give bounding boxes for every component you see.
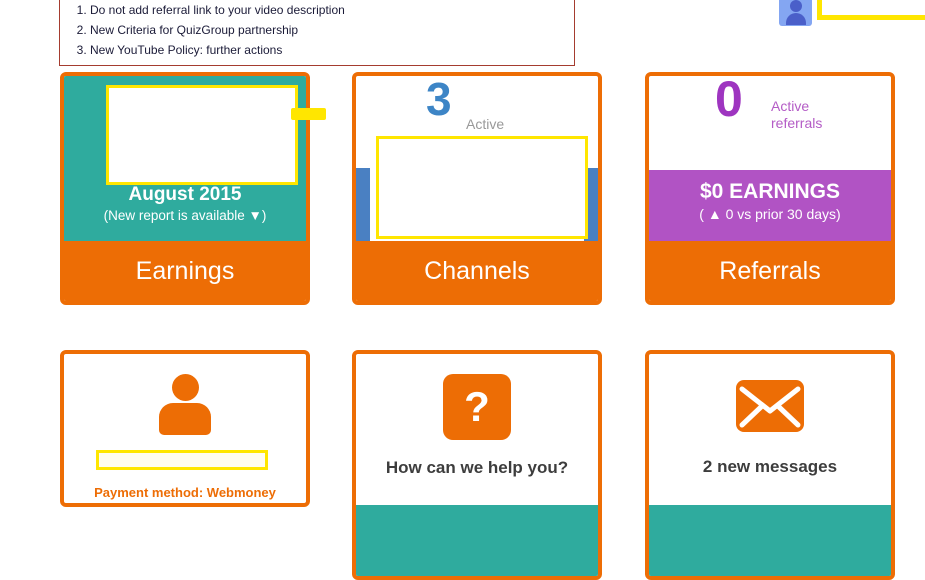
person-icon (64, 374, 306, 435)
channels-card-label: Channels (356, 241, 598, 301)
envelope-icon (735, 376, 805, 439)
news-notice-box: Do not add referral link to your video d… (59, 0, 575, 66)
news-list: Do not add referral link to your video d… (60, 0, 574, 57)
earnings-report-area: August 2015 (New report is available ▼) (64, 76, 306, 241)
news-item[interactable]: New YouTube Policy: further actions (90, 43, 574, 57)
messages-card[interactable]: 2 new messages (645, 350, 895, 580)
referrals-card[interactable]: 0 Active referrals $0 EARNINGS ( ▲ 0 vs … (645, 72, 895, 305)
messages-count-text: 2 new messages (702, 457, 838, 476)
help-card-footer (356, 505, 598, 576)
referrals-count: 0 (715, 72, 743, 127)
redaction-box (376, 136, 588, 239)
earnings-month: August 2015 (128, 184, 242, 205)
earnings-card[interactable]: August 2015 (New report is available ▼) … (60, 72, 310, 305)
channels-count-label: Active (466, 116, 505, 132)
redaction-box (106, 85, 298, 185)
person-icon-body (159, 403, 211, 435)
avatar-head (789, 0, 802, 12)
news-item[interactable]: Do not add referral link to your video d… (90, 3, 574, 17)
payment-method-text: Payment method: Webmoney (94, 485, 276, 500)
avatar-body (785, 13, 806, 25)
redaction-box (96, 450, 268, 470)
referrals-earnings-band: $0 EARNINGS ( ▲ 0 vs prior 30 days) (649, 170, 891, 241)
person-icon-head (171, 374, 199, 401)
earnings-report-note: (New report is available ▼) (103, 208, 267, 223)
messages-card-footer (649, 505, 891, 576)
channels-chart-bar (356, 168, 370, 241)
question-mark-icon: ? (443, 374, 511, 440)
help-card[interactable]: ? How can we help you? (352, 350, 602, 580)
news-item[interactable]: New Criteria for QuizGroup partnership (90, 23, 574, 37)
user-avatar-icon[interactable] (779, 0, 812, 26)
earnings-card-label: Earnings (64, 241, 306, 301)
channels-count: 3 (426, 73, 452, 125)
channels-card[interactable]: 3 Active Channels (352, 72, 602, 305)
highlight-marker (291, 108, 326, 120)
highlight-redaction-box (817, 0, 925, 20)
referrals-earnings: $0 EARNINGS (699, 180, 841, 203)
payment-card[interactable]: Payment method: Webmoney (60, 350, 310, 507)
referrals-count-label: Active referrals (771, 98, 823, 131)
referrals-card-label: Referrals (649, 241, 891, 301)
help-question-text: How can we help you? (385, 458, 569, 477)
referrals-comparison: ( ▲ 0 vs prior 30 days) (699, 206, 841, 222)
